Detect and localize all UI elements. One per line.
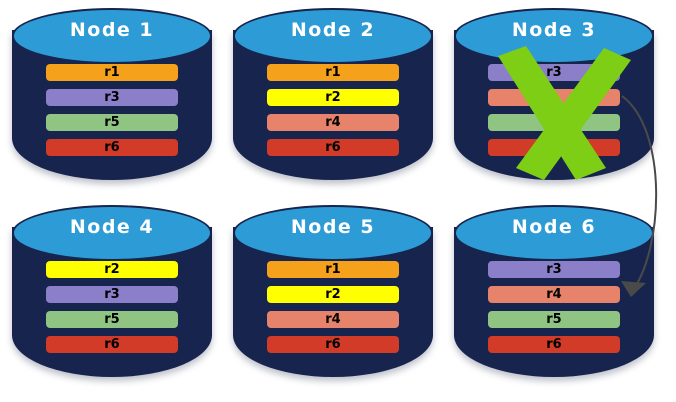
node-title-label: Node 1 [69,19,155,41]
node-title-label: Node 6 [511,216,597,238]
node-cylinder-6[interactable]: Node 6 r3 r4 r5 r6 [454,205,654,390]
record-bar-r6[interactable]: r6 [267,336,399,353]
record-bar-r3[interactable]: r3 [488,261,620,278]
node-cylinder-2[interactable]: Node 2 r1 r2 r4 r6 [233,8,433,193]
record-bar-r6[interactable]: r6 [46,139,178,156]
record-bar-r1[interactable]: r1 [46,64,178,81]
record-bar-r5[interactable] [488,114,620,131]
record-bar-r6[interactable]: r6 [267,139,399,156]
record-bar-r1[interactable]: r1 [267,261,399,278]
cylinder-top-ellipse [12,8,212,64]
record-bar-r5[interactable]: r5 [488,311,620,328]
record-bar-r5[interactable]: r5 [46,114,178,131]
node-cylinder-4[interactable]: Node 4 r2 r3 r5 r6 [12,205,212,390]
node-title-label: Node 5 [290,216,376,238]
node-title-label: Node 3 [511,19,597,41]
record-bar-r4[interactable] [488,89,620,106]
record-bar-r5[interactable]: r5 [46,311,178,328]
record-bar-r3[interactable]: r3 [488,64,620,81]
node-cylinder-5[interactable]: Node 5 r1 r2 r4 r6 [233,205,433,390]
record-bar-r4[interactable]: r4 [267,114,399,131]
cylinder-top-ellipse [233,8,433,64]
record-list: r2 r3 r5 r6 [46,261,178,353]
record-list: r1 r2 r4 r6 [267,261,399,353]
cylinder-top-ellipse [233,205,433,261]
record-list: r3 r4 r5 r6 [488,261,620,353]
record-list: r1 r2 r4 r6 [267,64,399,156]
node-cylinder-1[interactable]: Node 1 r1 r3 r5 r6 [12,8,212,193]
node-title-label: Node 4 [69,216,155,238]
record-list: r3 [488,64,620,156]
node-title-label: Node 2 [290,19,376,41]
record-bar-r4[interactable]: r4 [267,311,399,328]
node-cylinder-3[interactable]: Node 3 r3 [454,8,654,193]
record-bar-r4[interactable]: r4 [488,286,620,303]
record-list: r1 r3 r5 r6 [46,64,178,156]
record-bar-r2[interactable]: r2 [267,89,399,106]
record-bar-r3[interactable]: r3 [46,89,178,106]
record-bar-r1[interactable]: r1 [267,64,399,81]
record-bar-r3[interactable]: r3 [46,286,178,303]
record-bar-r2[interactable]: r2 [267,286,399,303]
record-bar-r2[interactable]: r2 [46,261,178,278]
record-bar-r6[interactable]: r6 [488,336,620,353]
record-bar-r6[interactable] [488,139,620,156]
record-bar-r6[interactable]: r6 [46,336,178,353]
cylinder-top-ellipse [12,205,212,261]
